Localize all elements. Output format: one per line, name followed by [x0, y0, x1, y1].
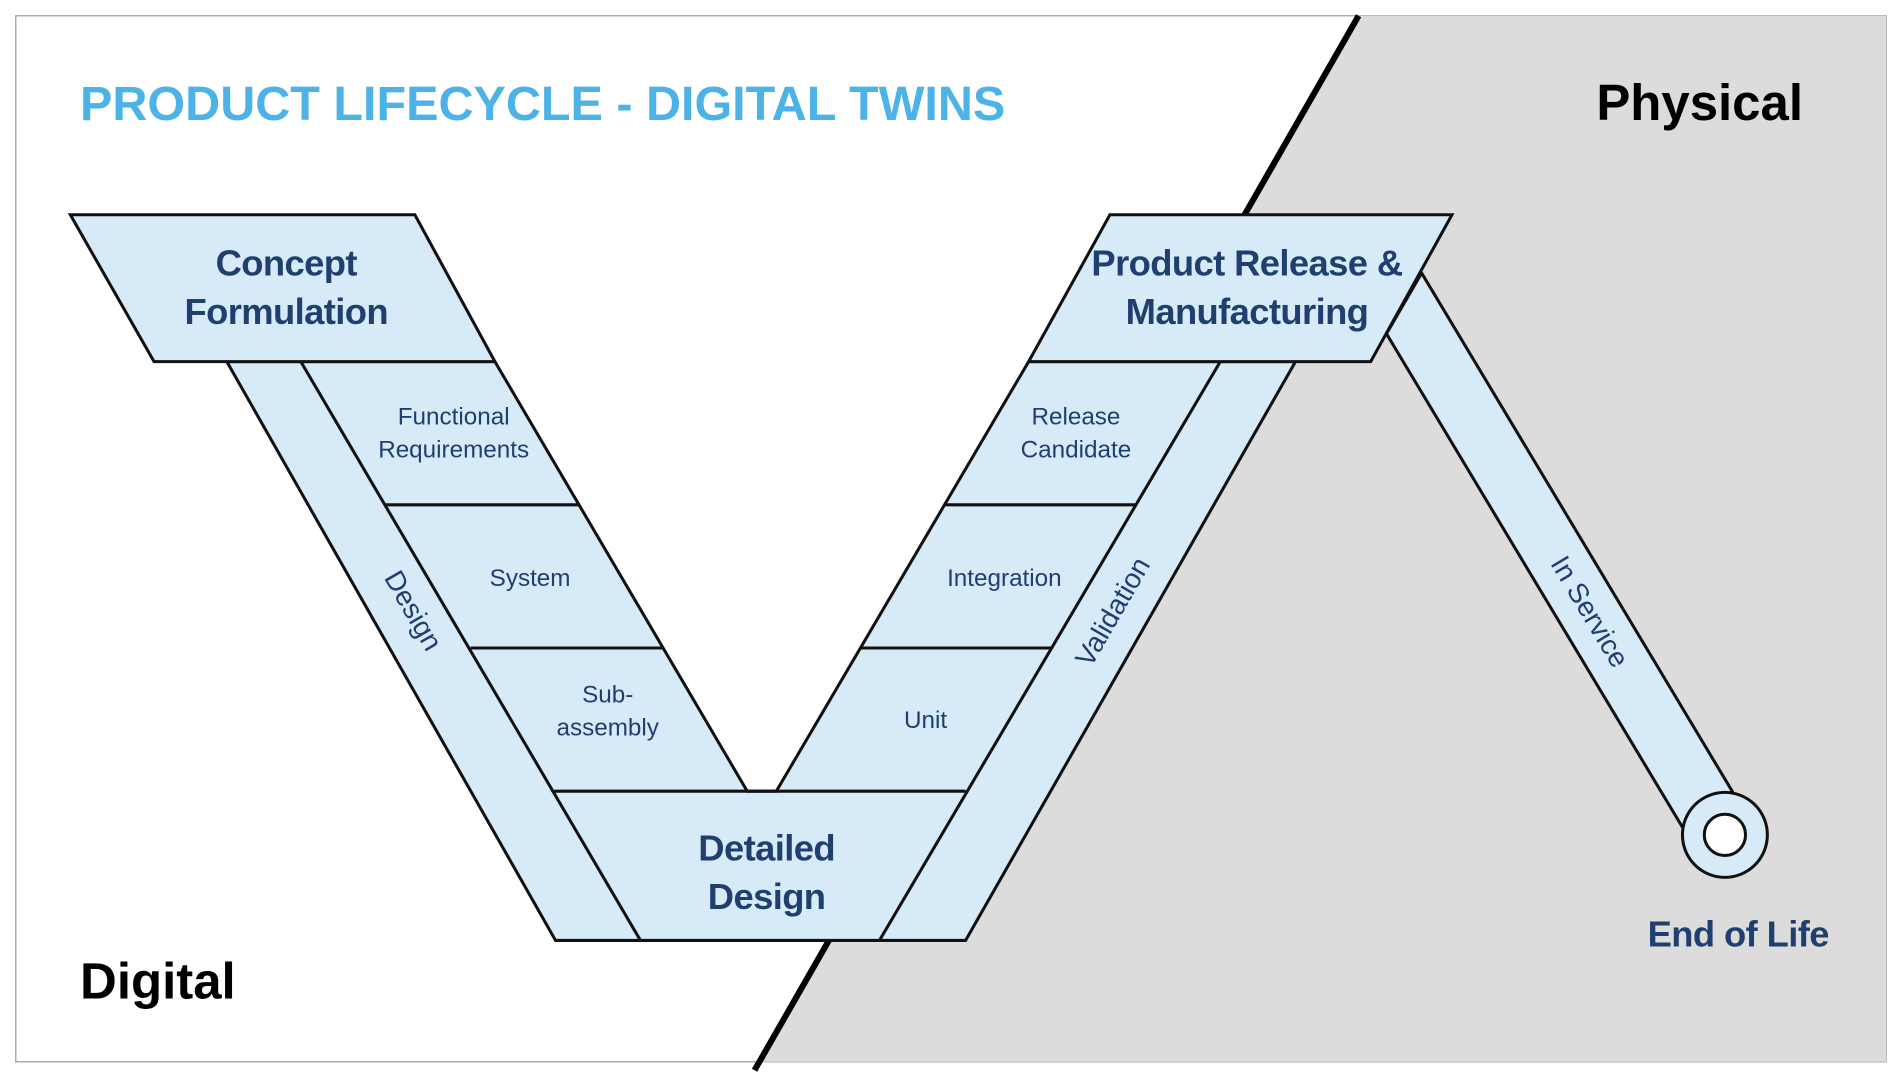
step-subassembly-1: Sub-: [582, 682, 633, 709]
release-label-2: Manufacturing: [1126, 291, 1369, 332]
concept-label-2: Formulation: [185, 291, 388, 332]
page-title: PRODUCT LIFECYCLE - DIGITAL TWINS: [80, 77, 1005, 131]
step-functional-2: Requirements: [378, 436, 529, 463]
detailed-label-2: Design: [708, 876, 826, 917]
design-band-edge: [299, 360, 642, 942]
physical-label: Physical: [1596, 74, 1803, 131]
step-release-2: Candidate: [1021, 436, 1132, 463]
validation-band-edge: [878, 360, 1222, 942]
step-functional-1: Functional: [398, 404, 510, 431]
end-of-life-ring-inner: [1702, 812, 1748, 858]
step-unit: Unit: [904, 707, 947, 734]
step-subassembly-2: assembly: [557, 714, 660, 741]
end-of-life-label: End of Life: [1648, 914, 1829, 955]
product-release-box: [1026, 213, 1455, 364]
concept-label-1: Concept: [216, 242, 358, 283]
digital-label: Digital: [80, 953, 236, 1010]
step-system: System: [490, 565, 571, 592]
release-label-1: Product Release &: [1091, 242, 1402, 283]
step-release-1: Release: [1031, 404, 1120, 431]
concept-box: [67, 213, 498, 364]
detailed-label-1: Detailed: [698, 827, 835, 868]
step-integration: Integration: [947, 565, 1062, 592]
